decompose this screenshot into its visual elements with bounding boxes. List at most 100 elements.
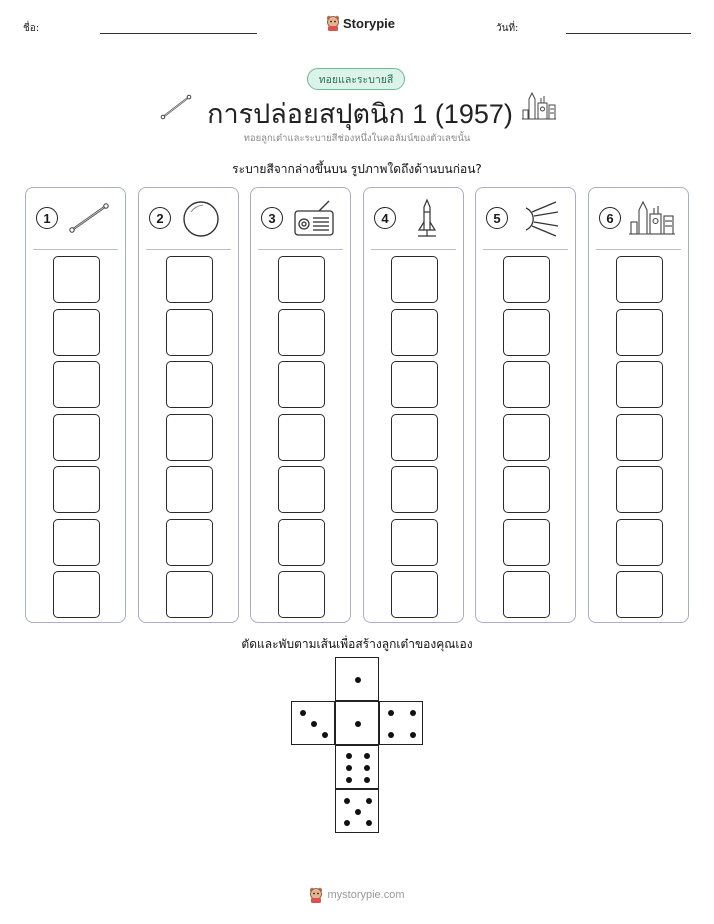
column-divider bbox=[33, 249, 118, 250]
color-cell[interactable] bbox=[503, 413, 550, 461]
color-cell[interactable] bbox=[616, 413, 663, 461]
dice-face-6 bbox=[335, 745, 379, 789]
footer: mystorypie.com bbox=[0, 887, 714, 903]
name-label: ชื่อ: bbox=[23, 23, 40, 34]
color-cell[interactable] bbox=[616, 256, 663, 303]
activity-badge: ทอยและระบายสี bbox=[307, 68, 405, 90]
dice-instruction: ตัดและพับตามเส้นเพื่อสร้างลูกเต๋าของคุณเ… bbox=[241, 637, 473, 651]
dice-pip bbox=[388, 710, 394, 716]
column-divider bbox=[258, 249, 343, 250]
dice-face-3 bbox=[291, 701, 335, 745]
column-number: 4 bbox=[374, 207, 396, 229]
dice-pip bbox=[344, 798, 350, 804]
column-number: 3 bbox=[261, 207, 283, 229]
dice-face-5 bbox=[335, 789, 379, 833]
antenna-rod-icon bbox=[69, 203, 109, 233]
color-cell[interactable] bbox=[278, 256, 325, 303]
color-cell[interactable] bbox=[391, 361, 438, 408]
column-divider bbox=[596, 249, 681, 250]
dice-pip bbox=[363, 777, 370, 784]
rocket-icon bbox=[417, 198, 437, 237]
sputnik-satellite-icon bbox=[525, 201, 559, 237]
race-column-1: 1 bbox=[25, 187, 126, 623]
color-cell[interactable] bbox=[166, 361, 213, 408]
color-cell[interactable] bbox=[53, 571, 100, 618]
mission-control-scene-icon bbox=[629, 200, 675, 235]
race-column-2: 2 bbox=[138, 187, 239, 623]
dice-pip bbox=[311, 721, 317, 727]
mission-control-scene-icon bbox=[522, 91, 556, 120]
color-cell[interactable] bbox=[503, 308, 550, 356]
dice-pip bbox=[300, 710, 306, 716]
color-cell[interactable] bbox=[278, 518, 325, 566]
color-cell[interactable] bbox=[166, 466, 213, 513]
color-cell[interactable] bbox=[166, 308, 213, 356]
dice-pip bbox=[355, 721, 361, 727]
column-divider bbox=[371, 249, 456, 250]
color-cell[interactable] bbox=[166, 518, 213, 566]
dice-pip bbox=[346, 777, 353, 784]
color-cell[interactable] bbox=[391, 466, 438, 513]
column-number: 5 bbox=[486, 207, 508, 229]
dice-pip bbox=[363, 752, 370, 759]
color-cell[interactable] bbox=[53, 308, 100, 356]
dice-face-1 bbox=[335, 701, 379, 745]
color-cell[interactable] bbox=[616, 571, 663, 618]
name-field-line[interactable] bbox=[100, 33, 257, 34]
storypie-mascot-icon bbox=[326, 15, 340, 31]
dice-pip bbox=[346, 765, 353, 771]
color-cell[interactable] bbox=[53, 413, 100, 461]
race-column-5: 5 bbox=[475, 187, 576, 623]
dice-pip bbox=[355, 677, 361, 683]
color-cell[interactable] bbox=[391, 571, 438, 618]
dice-face-4 bbox=[379, 701, 423, 745]
color-cell[interactable] bbox=[503, 518, 550, 566]
color-cell[interactable] bbox=[166, 256, 213, 303]
color-cell[interactable] bbox=[53, 466, 100, 513]
color-cell[interactable] bbox=[391, 413, 438, 461]
race-column-4: 4 bbox=[363, 187, 464, 623]
color-cell[interactable] bbox=[616, 466, 663, 513]
dice-pip bbox=[355, 809, 361, 815]
dice-pip bbox=[344, 820, 350, 826]
color-cell[interactable] bbox=[391, 256, 438, 303]
column-number: 1 bbox=[36, 207, 58, 229]
dice-face-1 bbox=[335, 657, 379, 701]
date-field-line[interactable] bbox=[566, 33, 691, 34]
dice-pip bbox=[346, 752, 353, 759]
race-column-6: 6 bbox=[588, 187, 689, 623]
color-cell[interactable] bbox=[278, 571, 325, 618]
column-divider bbox=[483, 249, 568, 250]
color-cell[interactable] bbox=[53, 361, 100, 408]
color-cell[interactable] bbox=[616, 308, 663, 356]
color-cell[interactable] bbox=[391, 308, 438, 356]
color-cell[interactable] bbox=[503, 256, 550, 303]
dice-pip bbox=[366, 820, 372, 826]
color-cell[interactable] bbox=[166, 413, 213, 461]
column-number: 6 bbox=[599, 207, 621, 229]
color-cell[interactable] bbox=[278, 361, 325, 408]
race-column-3: 3 bbox=[250, 187, 351, 623]
dice-pip bbox=[410, 710, 416, 716]
date-label: วันที่: bbox=[496, 23, 519, 34]
color-cell[interactable] bbox=[503, 361, 550, 408]
color-cell[interactable] bbox=[616, 518, 663, 566]
dice-pip bbox=[388, 732, 394, 738]
footer-url: mystorypie.com bbox=[327, 889, 405, 901]
column-divider bbox=[146, 249, 231, 250]
brand-name: Storypie bbox=[343, 15, 396, 31]
color-cell[interactable] bbox=[278, 466, 325, 513]
color-cell[interactable] bbox=[616, 361, 663, 408]
color-cell[interactable] bbox=[503, 571, 550, 618]
color-cell[interactable] bbox=[503, 466, 550, 513]
color-cell[interactable] bbox=[53, 518, 100, 566]
color-cell[interactable] bbox=[166, 571, 213, 618]
page-title: การปล่อยสปุตนิก 1 (1957) bbox=[207, 99, 513, 129]
sphere-icon bbox=[183, 201, 219, 237]
color-cell[interactable] bbox=[278, 413, 325, 461]
color-cell[interactable] bbox=[391, 518, 438, 566]
color-cell[interactable] bbox=[278, 308, 325, 356]
dice-pip bbox=[410, 732, 416, 738]
instructions-subtitle: ทอยลูกเต๋าและระบายสีช่องหนึ่งในคอลัมน์ขอ… bbox=[243, 133, 471, 144]
color-cell[interactable] bbox=[53, 256, 100, 303]
